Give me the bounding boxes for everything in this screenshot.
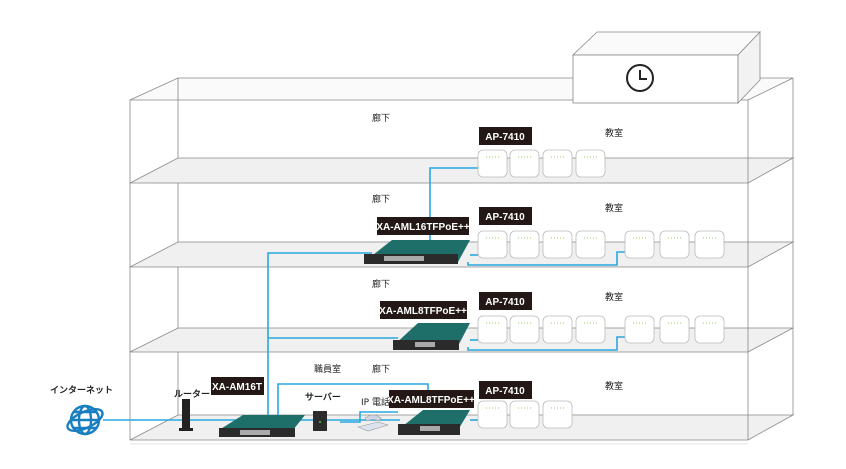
svg-text:AP-7410: AP-7410 xyxy=(485,297,525,308)
staff-room-label: 職員室 xyxy=(314,363,341,375)
network-links xyxy=(103,167,625,423)
corridor-label-floor3: 廊下 xyxy=(372,193,390,205)
classroom-label-floor3: 教室 xyxy=(605,202,623,214)
svg-text:AP-7410: AP-7410 xyxy=(485,132,525,143)
ap-tag-floor4: AP-7410 xyxy=(479,127,532,145)
access-point xyxy=(542,315,573,344)
core-switch-tag: XA-AM16T xyxy=(211,377,264,395)
access-point xyxy=(509,230,540,259)
corridor-label-floor4: 廊下 xyxy=(372,112,390,124)
access-point xyxy=(509,149,540,178)
access-point xyxy=(575,315,606,344)
access-point xyxy=(542,230,573,259)
access-point xyxy=(575,230,606,259)
access-point xyxy=(694,230,725,259)
access-point xyxy=(694,315,725,344)
device-tags: AP-7410 AP-7410 AP-7410 AP-7410 XA-AML16… xyxy=(211,127,532,408)
access-point xyxy=(624,230,655,259)
router-label: ルーター xyxy=(174,388,210,400)
switch-8poe-floor1 xyxy=(398,410,470,435)
corridor-label-floor2: 廊下 xyxy=(372,278,390,290)
access-points xyxy=(477,149,725,429)
access-point xyxy=(509,400,540,429)
ap-tag-floor3: AP-7410 xyxy=(479,207,532,225)
access-point xyxy=(477,400,508,429)
svg-text:XA-AML8TFPoE++: XA-AML8TFPoE++ xyxy=(379,306,467,317)
internet-label: インターネット xyxy=(50,384,113,396)
switch-16poe xyxy=(364,240,470,264)
switch-8poe-floor2-tag: XA-AML8TFPoE++ xyxy=(379,301,467,319)
ip-phone-label: IP 電話 xyxy=(361,396,390,408)
svg-text:XA-AML16TFPoE++: XA-AML16TFPoE++ xyxy=(376,222,470,233)
svg-text:XA-AML8TFPoE++: XA-AML8TFPoE++ xyxy=(387,395,475,406)
corridor-label-floor1: 廊下 xyxy=(372,363,390,375)
access-point xyxy=(477,230,508,259)
server-label: サーバー xyxy=(305,392,341,403)
server-icon xyxy=(313,411,327,431)
ap-tag-floor1: AP-7410 xyxy=(479,381,532,399)
access-point xyxy=(477,149,508,178)
switch-8poe-floor1-tag: XA-AML8TFPoE++ xyxy=(387,390,475,408)
svg-text:AP-7410: AP-7410 xyxy=(485,386,525,397)
router-icon xyxy=(179,399,193,431)
access-point xyxy=(477,315,508,344)
access-point xyxy=(509,315,540,344)
classroom-label-floor4: 教室 xyxy=(605,127,623,139)
svg-text:AP-7410: AP-7410 xyxy=(485,212,525,223)
floor-slab-4 xyxy=(129,157,795,184)
core-switch xyxy=(219,415,305,437)
access-point xyxy=(659,315,690,344)
ap-tag-floor2: AP-7410 xyxy=(479,292,532,310)
area-labels: 廊下 廊下 廊下 廊下 教室 教室 教室 教室 職員室 ルーター サーバー IP… xyxy=(50,112,623,408)
classroom-label-floor1: 教室 xyxy=(605,380,623,392)
clock-icon xyxy=(626,64,654,92)
rooftop-box xyxy=(572,31,761,104)
switch-8poe-floor2 xyxy=(393,323,470,350)
access-point xyxy=(542,400,573,429)
access-point xyxy=(542,149,573,178)
svg-text:XA-AM16T: XA-AM16T xyxy=(212,382,262,393)
access-point xyxy=(624,315,655,344)
access-point xyxy=(575,149,606,178)
access-point xyxy=(659,230,690,259)
classroom-label-floor2: 教室 xyxy=(605,291,623,303)
switch-16poe-tag: XA-AML16TFPoE++ xyxy=(376,217,470,235)
globe-icon xyxy=(66,404,104,436)
phone-icon xyxy=(357,414,390,432)
